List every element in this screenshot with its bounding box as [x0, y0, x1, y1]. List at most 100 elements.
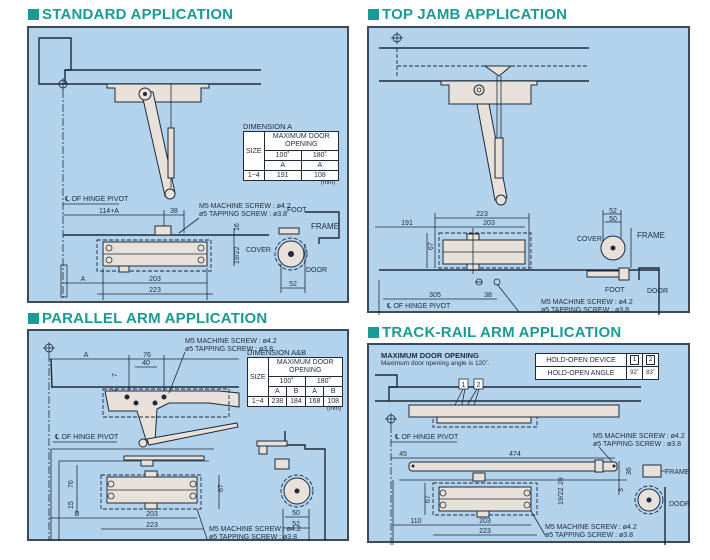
- dim-50: 50: [292, 510, 300, 517]
- dim-28: 28: [558, 477, 565, 485]
- unit-label: (mm): [321, 180, 335, 186]
- cover-label: COVER: [577, 236, 602, 243]
- standard-application-title: STANDARD APPLICATION: [28, 6, 233, 23]
- dim-223: 223: [476, 211, 488, 218]
- sub-a-2: A: [300, 160, 340, 171]
- hinge-pivot-icon: [391, 32, 403, 44]
- closer-top-plate: [106, 83, 210, 103]
- max-opening-heading: MAXIMUM DOOR OPENING: [381, 351, 479, 360]
- callout-1: [458, 378, 469, 390]
- dim-67: 67: [425, 495, 432, 503]
- dim-16: 16: [234, 223, 241, 231]
- dim-45: 45: [399, 451, 407, 458]
- size-header: SIZE: [243, 131, 265, 171]
- frame-jamb: [38, 37, 72, 85]
- hinge-pivot-label: ℄ OF HINGE PIVOT: [64, 196, 129, 203]
- dim-76-vertical: 76: [68, 480, 75, 488]
- dim-203: 203: [149, 276, 161, 283]
- dimension-a-caption: DIMENSION A: [243, 122, 293, 131]
- angle-100: 100˚: [267, 376, 306, 387]
- dim-223: 223: [146, 522, 158, 529]
- dim-52: 52: [289, 281, 297, 288]
- section-marker-icon: [28, 313, 39, 324]
- cover-label: COVER: [246, 247, 271, 254]
- track-screw-top-1: M5 MACHINE SCREW : ø4.2: [593, 433, 685, 440]
- dimension-a-table: SIZE MAXIMUM DOOR OPENING 100˚ 180˚ A A …: [243, 131, 340, 181]
- foot-label: FOOT: [287, 207, 307, 214]
- dim-203: 203: [146, 511, 158, 518]
- door-label: DOOR: [669, 501, 690, 508]
- angle-180: 180˚: [300, 150, 340, 161]
- top-jamb-screw-label-2: ø5 TAPPING SCREW : ø3.8: [541, 307, 629, 314]
- track-rail: [408, 461, 618, 472]
- track-rail-application-title: TRACK-RAIL ARM APPLICATION: [368, 324, 621, 341]
- angle-180: 180˚: [304, 376, 344, 387]
- unit-label: (mm): [327, 406, 341, 412]
- dim-223: 223: [149, 287, 161, 294]
- dim-76: 76: [143, 352, 151, 359]
- track-rail-title-text: TRACK-RAIL ARM APPLICATION: [382, 324, 622, 341]
- foot-bracket: [586, 270, 624, 278]
- dim-38: 38: [484, 292, 492, 299]
- parallel-arm-application-title: PARALLEL ARM APPLICATION: [28, 310, 267, 327]
- parallel-screw-top-1: M5 MACHINE SCREW : ø4.2: [185, 338, 277, 345]
- size-header: SIZE: [247, 357, 269, 397]
- dim-67: 67: [428, 242, 435, 250]
- track-screw-bot-1: M5 MACHINE SCREW : ø4.2: [545, 524, 637, 531]
- section-marker-icon: [368, 9, 379, 20]
- arm-shoe: [154, 225, 172, 236]
- parallel-bracket: [104, 390, 240, 444]
- dim-19-22: 19/22: [234, 246, 241, 264]
- max-opening-header: MAXIMUM DOOR OPENING: [267, 357, 344, 377]
- standard-diagram: ℄ OF HINGE PIVOT 114+A 38 A 203 223 16: [38, 37, 340, 300]
- dim-19-22: 19/22: [558, 487, 565, 505]
- standard-screw-label-1: M5 MACHINE SCREW : ø4.2: [199, 203, 291, 210]
- standard-application-panel: ℄ OF HINGE PIVOT 114+A 38 A 203 223 16: [27, 26, 349, 303]
- dimension-ab-caption: DIMENSION A&B: [247, 348, 307, 357]
- section-marker-icon: [368, 327, 379, 338]
- screw-hole-icon: [493, 278, 501, 286]
- sub-a-1: A: [263, 160, 302, 171]
- table-row: 1~4 238 184 168 108: [247, 396, 343, 407]
- frame-bracket: [642, 464, 662, 478]
- parallel-screw-bot-1: M5 MACHINE SCREW : ø4.2: [209, 526, 301, 533]
- callout-2: [473, 378, 484, 390]
- door-label: DOOR: [306, 267, 327, 274]
- hinge-pivot-label: ℄ OF HINGE PIVOT: [394, 434, 459, 441]
- top-jamb-title-text: TOP JAMB APPLICATION: [382, 6, 568, 23]
- standard-title-text: STANDARD APPLICATION: [42, 6, 234, 23]
- dim-203: 203: [479, 518, 491, 525]
- track-rail-top: [408, 404, 620, 418]
- max-opening-text: Maximum door opening angle is 120˚.: [381, 360, 490, 367]
- dim-52: 52: [609, 208, 617, 215]
- parallel-arm-diagram: A 76 40 7 15 ℄ OF HINGE PIVOT M5 MACHINE…: [43, 338, 326, 541]
- hinge-pivot-label: ℄ OF HINGE PIVOT: [54, 434, 119, 441]
- dim-114-a: 114+A: [99, 208, 119, 215]
- dim-223: 223: [479, 528, 491, 535]
- section-marker-icon: [28, 9, 39, 20]
- frame-label: FRAME: [637, 231, 665, 240]
- dim-305: 305: [429, 292, 441, 299]
- forearm-tube: [167, 127, 175, 179]
- standard-screw-label-2: ø5 TAPPING SCREW : ø3.8: [199, 211, 287, 218]
- top-jamb-screw-label-1: M5 MACHINE SCREW : ø4.2: [541, 299, 633, 306]
- svg-text:2: 2: [477, 382, 481, 389]
- forearm-tube: [494, 137, 504, 179]
- hinge-pivot-icon: [43, 342, 55, 354]
- dim-7: 7: [112, 373, 119, 377]
- dim-50: 50: [609, 216, 617, 223]
- dim-b: B: [75, 511, 80, 518]
- arm-end: [164, 188, 176, 200]
- parallel-arm-title-text: PARALLEL ARM APPLICATION: [42, 310, 268, 327]
- top-jamb-diagram: 223 203 191 67 305 38 ℄ OF HINGE PIVOT M…: [375, 32, 668, 315]
- foot-label: FOOT: [605, 287, 625, 294]
- dim-38: 38: [170, 208, 178, 215]
- dim-52: 52: [292, 521, 300, 528]
- dim-36: 36: [626, 467, 633, 475]
- angle-100: 100˚: [263, 150, 302, 161]
- max-opening-header: MAXIMUM DOOR OPENING: [263, 131, 340, 151]
- dim-203: 203: [483, 220, 495, 227]
- cover-outline: [96, 239, 212, 272]
- dim-474: 474: [509, 451, 521, 458]
- dim-a: A: [84, 352, 89, 359]
